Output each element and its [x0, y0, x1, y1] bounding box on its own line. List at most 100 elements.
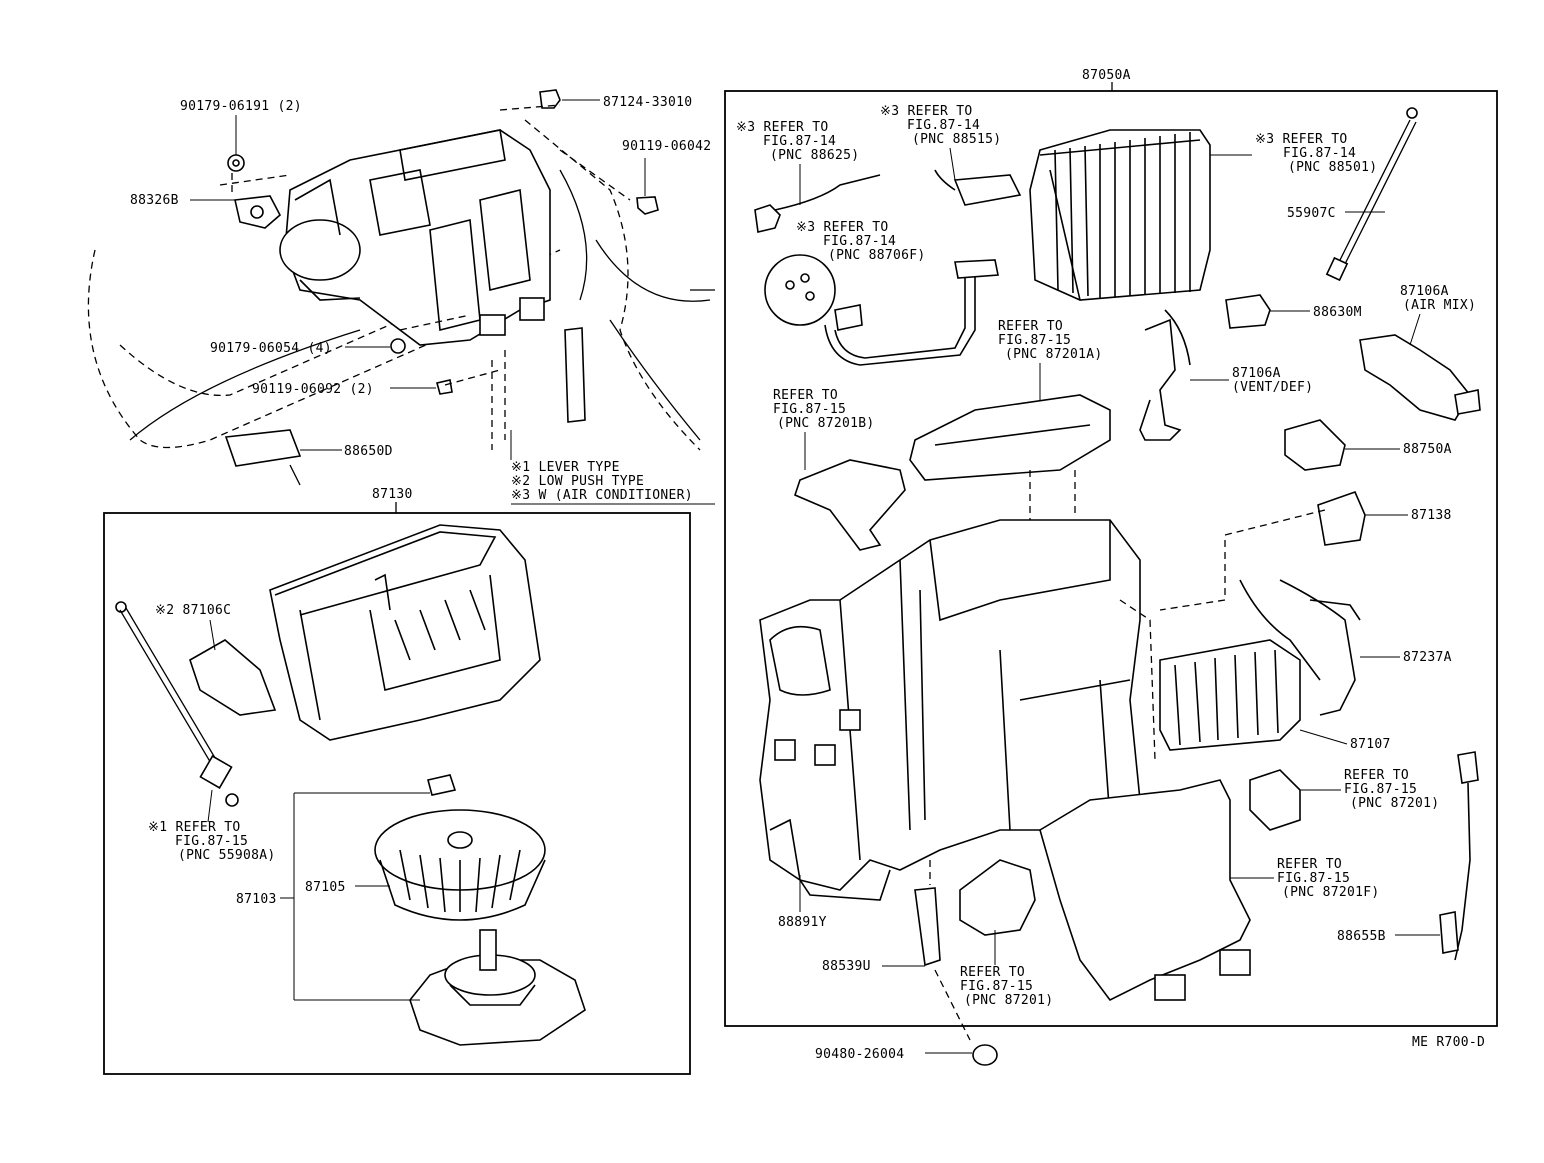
svg-text:REFER TO: REFER TO	[1344, 768, 1409, 783]
dashboard-outline	[87, 119, 715, 451]
label-87138: 87138	[1411, 508, 1452, 523]
part-87138	[1317, 490, 1366, 546]
heater-assembly-upper	[279, 129, 551, 346]
label-88539u: 88539U	[822, 959, 871, 974]
svg-text:※3 REFER TO: ※3 REFER TO	[796, 220, 888, 235]
svg-text:(PNC 87201): (PNC 87201)	[1350, 796, 1439, 811]
label-87103: 87103	[236, 892, 277, 907]
legend-line-3: ※3 W (AIR CONDITIONER)	[511, 488, 693, 503]
callout-87050a: 87050A	[1082, 68, 1131, 83]
label-55907c: 55907C	[1287, 206, 1336, 221]
ref-88501: ※3 REFER TO FIG.87-14 (PNC 88501)	[1210, 132, 1377, 175]
sensor-88655b	[1439, 751, 1479, 961]
svg-text:88326B: 88326B	[130, 193, 179, 208]
callout-90119-06042: 90119-06042	[622, 139, 711, 196]
svg-text:FIG.87-14: FIG.87-14	[1283, 146, 1356, 161]
svg-text:※3 REFER TO: ※3 REFER TO	[736, 120, 828, 135]
svg-text:(PNC 88625): (PNC 88625)	[770, 148, 859, 163]
legend-line-2: ※2 LOW PUSH TYPE	[511, 474, 644, 489]
label-87107: 87107	[1350, 737, 1391, 752]
svg-text:90119-06042: 90119-06042	[622, 139, 711, 154]
heater-case	[759, 519, 1141, 891]
servo-vent-def	[1139, 318, 1182, 441]
servo-air-mix	[1359, 334, 1481, 421]
svg-text:90179-06191 (2): 90179-06191 (2)	[180, 99, 302, 114]
svg-text:FIG.87-15: FIG.87-15	[1344, 782, 1417, 797]
resistor-88750a	[1284, 419, 1346, 471]
ref-87201-right: REFER TO FIG.87-15 (PNC 87201)	[1300, 768, 1439, 811]
ref-88625: ※3 REFER TO FIG.87-14 (PNC 88625)	[736, 120, 859, 205]
duct-87201f	[1039, 779, 1251, 1002]
label-87106a-mix-1: 87106A	[1400, 284, 1449, 299]
svg-text:FIG.87-14: FIG.87-14	[907, 118, 980, 133]
drain-hose-88539u	[914, 887, 941, 967]
svg-text:REFER TO: REFER TO	[1277, 857, 1342, 872]
label-ref-55908a-3: (PNC 55908A)	[178, 848, 276, 863]
label-87106c: ※2 87106C	[155, 603, 231, 618]
svg-text:REFER TO: REFER TO	[773, 388, 838, 403]
label-87106a-mix-2: (AIR MIX)	[1403, 298, 1476, 313]
blower-housing	[189, 524, 541, 741]
callout-90179-06054: 90179-06054 (4)	[210, 341, 390, 356]
blower-unit-box	[103, 512, 691, 1075]
label-87106a-vent-2: (VENT/DEF)	[1232, 380, 1313, 395]
blower-link-rod	[115, 601, 239, 807]
label-88655b: 88655B	[1337, 929, 1386, 944]
svg-text:(PNC 88515): (PNC 88515)	[912, 132, 1001, 147]
callout-90179-06191: 90179-06191 (2)	[180, 99, 302, 155]
label-87105: 87105	[305, 880, 346, 895]
ac-unit-box	[724, 90, 1498, 1027]
label-ref-55908a-2: FIG.87-15	[175, 834, 248, 849]
legend-line-1: ※1 LEVER TYPE	[511, 460, 620, 475]
svg-text:REFER TO: REFER TO	[960, 965, 1025, 980]
svg-text:(PNC 87201F): (PNC 87201F)	[1282, 885, 1380, 900]
thermistor-88625	[754, 174, 881, 233]
svg-text:90119-06092 (2): 90119-06092 (2)	[252, 382, 374, 397]
legend: ※1 LEVER TYPE ※2 LOW PUSH TYPE ※3 W (AIR…	[510, 430, 715, 505]
label-88891y: 88891Y	[778, 915, 827, 930]
label-ref-55908a-1: ※1 REFER TO	[148, 820, 240, 835]
svg-text:FIG.87-15: FIG.87-15	[1277, 871, 1350, 886]
part-88630m	[1225, 294, 1271, 329]
label-88750a: 88750A	[1403, 442, 1452, 457]
label-90480-26004: 90480-26004	[815, 1047, 904, 1062]
svg-text:(PNC 88706F): (PNC 88706F)	[828, 248, 926, 263]
svg-text:REFER TO: REFER TO	[998, 319, 1063, 334]
svg-text:FIG.87-15: FIG.87-15	[960, 979, 1033, 994]
callout-90119-06092: 90119-06092 (2)	[252, 382, 436, 397]
hose-87237a	[1239, 579, 1361, 716]
duct-87201-right	[1249, 769, 1301, 831]
svg-text:88650D: 88650D	[344, 444, 393, 459]
duct-87201-bottom	[959, 859, 1036, 936]
heater-core	[1159, 639, 1301, 751]
svg-text:90179-06054 (4): 90179-06054 (4)	[210, 341, 332, 356]
blower-fan	[374, 774, 546, 921]
callout-87124-33010: 87124-33010	[562, 95, 692, 110]
svg-text:87124-33010: 87124-33010	[603, 95, 692, 110]
label-87106a-vent-1: 87106A	[1232, 366, 1281, 381]
callout-88326b: 88326B	[130, 193, 235, 208]
svg-text:※3 REFER TO: ※3 REFER TO	[1255, 132, 1347, 147]
svg-text:(PNC 87201): (PNC 87201)	[964, 993, 1053, 1008]
ref-87201-bottom: REFER TO FIG.87-15 (PNC 87201)	[960, 930, 1053, 1008]
svg-text:(PNC 88501): (PNC 88501)	[1288, 160, 1377, 175]
part-88515	[953, 174, 1022, 206]
blower-motor	[409, 929, 586, 1046]
fastener-group-top	[224, 89, 659, 486]
callout-88650d: 88650D	[300, 444, 393, 459]
svg-text:FIG.87-15: FIG.87-15	[998, 333, 1071, 348]
bracket-87103	[280, 792, 430, 1001]
ref-87201b: REFER TO FIG.87-15 (PNC 87201B)	[773, 388, 874, 470]
svg-text:87050A: 87050A	[1082, 68, 1131, 83]
part-88891y	[769, 818, 891, 901]
svg-text:※3 REFER TO: ※3 REFER TO	[880, 104, 972, 119]
ref-87201a: REFER TO FIG.87-15 (PNC 87201A)	[998, 319, 1102, 400]
expansion-valve-pipe	[764, 254, 999, 366]
diagram-id: ME R700-D	[1412, 1035, 1485, 1050]
svg-text:FIG.87-14: FIG.87-14	[823, 234, 896, 249]
evaporator	[1029, 129, 1211, 301]
ref-87201f: REFER TO FIG.87-15 (PNC 87201F)	[1230, 857, 1380, 900]
link-rod-55907c	[1325, 107, 1418, 282]
duct-87201a	[909, 394, 1111, 481]
